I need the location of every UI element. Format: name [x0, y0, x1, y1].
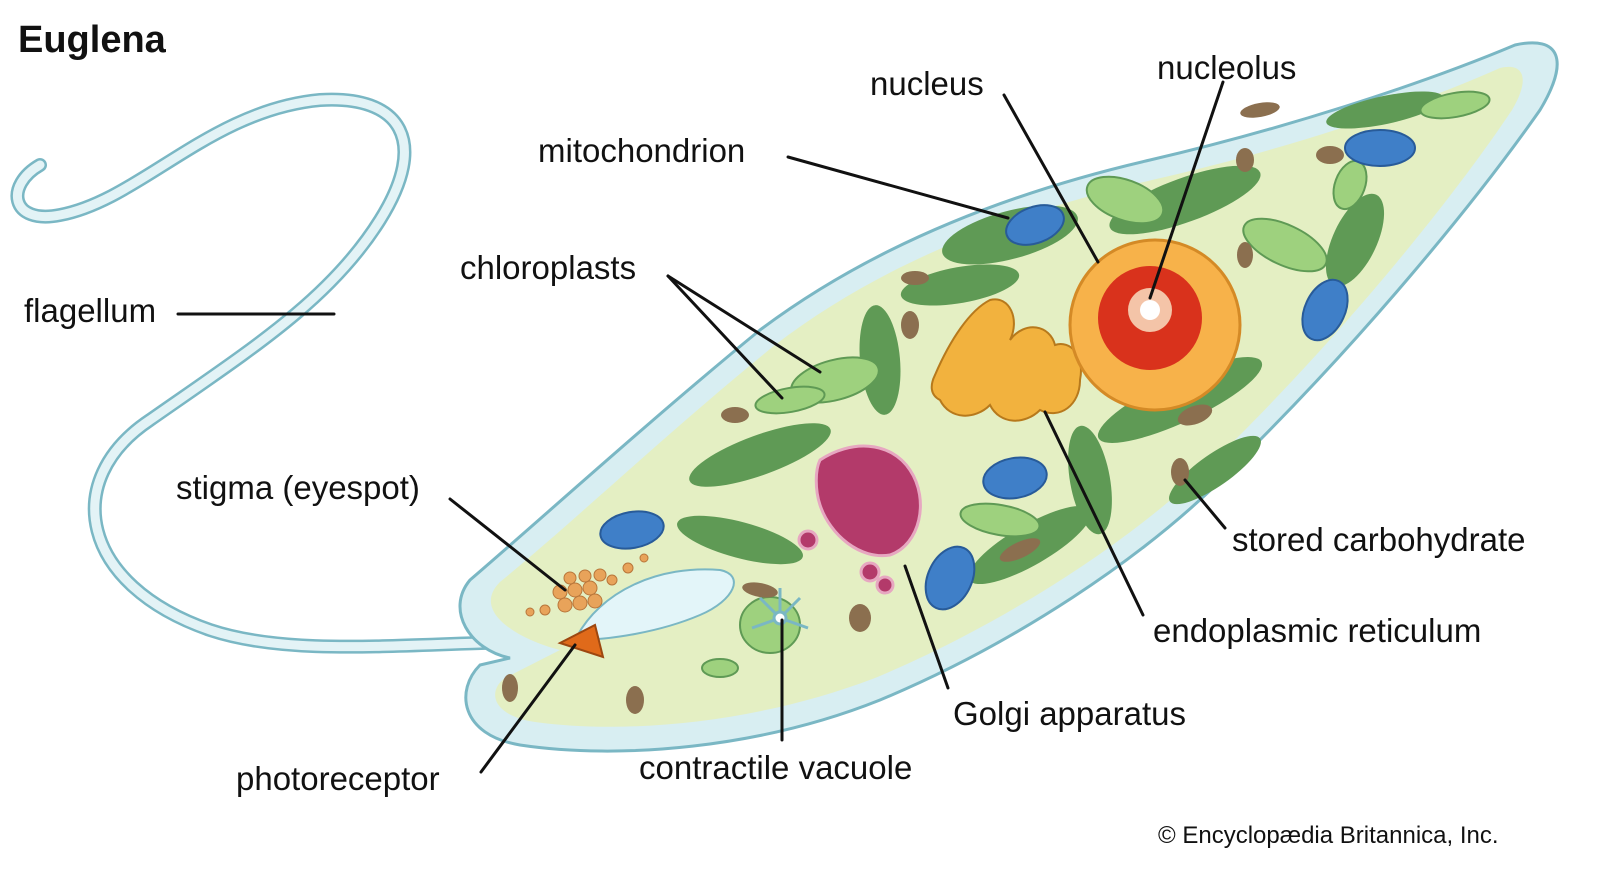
leader-lines [176, 80, 1227, 774]
label-stigma: stigma (eyespot) [176, 469, 420, 506]
label-endoplasmic-reticulum: endoplasmic reticulum [1153, 612, 1481, 649]
mitochondria [599, 129, 1416, 611]
label-stored-carbohydrate: stored carbohydrate [1232, 521, 1526, 558]
stigma-eyespot [525, 553, 649, 617]
endoplasmic-reticulum [930, 298, 1082, 422]
diagram-title: Euglena [18, 19, 167, 61]
nucleus [1068, 238, 1242, 412]
label-mitochondrion: mitochondrion [538, 132, 745, 169]
label-chloroplasts: chloroplasts [460, 249, 636, 286]
label-nucleus: nucleus [870, 65, 984, 102]
label-flagellum: flagellum [24, 292, 156, 329]
contractile-vacuole [751, 588, 809, 630]
label-contractile-vacuole: contractile vacuole [639, 749, 912, 786]
flagellum [10, 92, 575, 654]
label-photoreceptor: photoreceptor [236, 760, 440, 797]
copyright-credit: © Encyclopædia Britannica, Inc. [1158, 822, 1499, 849]
golgi-apparatus [797, 444, 922, 595]
stored-carbohydrate-granules [502, 102, 1344, 714]
label-nucleolus: nucleolus [1157, 49, 1296, 86]
label-golgi-apparatus: Golgi apparatus [953, 695, 1186, 732]
photoreceptor [557, 623, 605, 659]
